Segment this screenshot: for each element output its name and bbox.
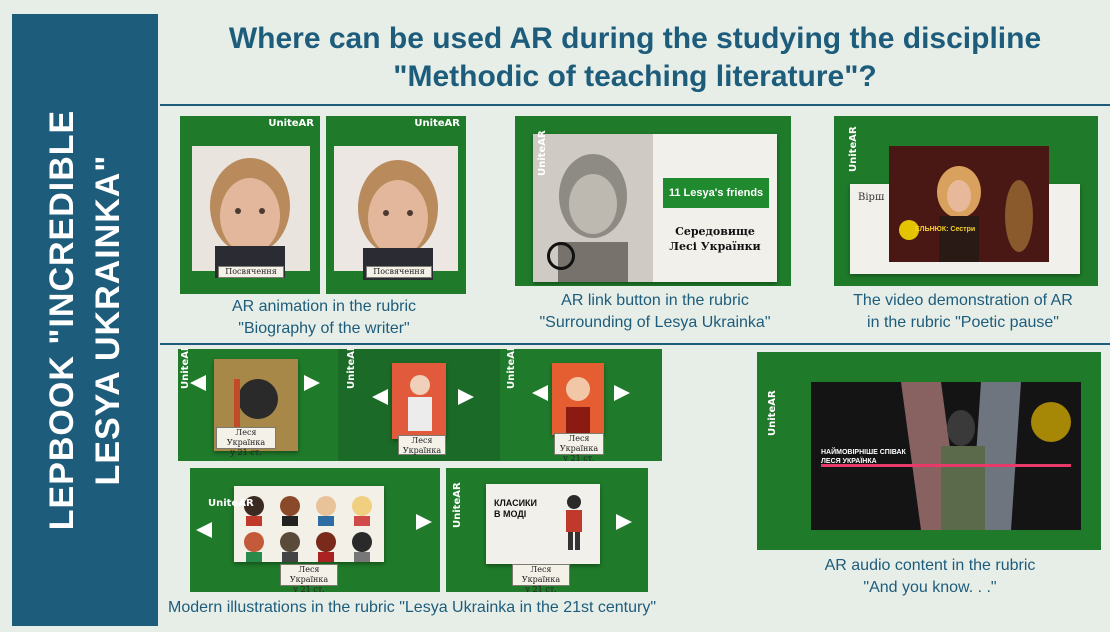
fashion-card: КЛАСИКИ В МОДІ <box>486 484 600 564</box>
fashion-card-text-line2: В МОДІ <box>494 509 527 519</box>
portrait-illustration <box>210 158 290 278</box>
link-card-text-line1: Середовище <box>675 225 755 238</box>
link-card-text-line2: Лесі Українки <box>669 240 761 253</box>
photo-animation-2: Посвячення UniteAR <box>326 116 466 294</box>
group-card <box>234 486 384 562</box>
video-player[interactable]: ЕЛЬНЮК: Сестри <box>889 146 1049 262</box>
marker-circle-icon <box>547 242 575 270</box>
unitear-logo: UniteAR <box>208 498 254 509</box>
link-button[interactable]: 11 Lesya's friends <box>663 178 769 208</box>
divider-middle <box>160 343 1110 345</box>
caption-link-line2: "Surrounding of Lesya Ukrainka" <box>539 314 771 331</box>
group-art <box>234 486 384 562</box>
audio-headline: НАЙМОВІРНІШЕ СПІВАК ЛЕСЯ УКРАЇНКА <box>821 448 906 466</box>
unitear-logo: UniteAR <box>848 126 859 172</box>
photo-audio-content: НАЙМОВІРНІШЕ СПІВАК ЛЕСЯ УКРАЇНКА UniteA… <box>757 352 1101 550</box>
arrow-right-icon[interactable] <box>616 514 632 530</box>
photo-group-illustration: Леся Українка у 21 ст. UniteAR <box>190 468 440 592</box>
sidebar-title: LEPBOOK "INCREDIBLE LESYA UKRAINKA" <box>39 20 131 620</box>
arrow-right-icon[interactable] <box>614 385 630 401</box>
caption-animation: AR animation in the rubric "Biography of… <box>160 296 488 340</box>
illustration-card-2 <box>392 363 446 439</box>
unitear-logo: UniteAR <box>452 482 463 528</box>
caption-video-line1: The video demonstration of AR <box>853 292 1073 309</box>
caption-audio: AR audio content in the rubric "And you … <box>760 555 1100 599</box>
illustration-art <box>392 363 446 439</box>
arrow-right-icon[interactable] <box>304 375 320 391</box>
illustration-art <box>552 363 604 435</box>
card-caption-line1: Леся Українка <box>559 434 599 453</box>
unitear-logo: UniteAR <box>414 118 460 129</box>
arrow-right-icon[interactable] <box>458 389 474 405</box>
video-card-word: Вірш <box>858 192 885 203</box>
card-caption: Леся Українка у 21 ст. <box>512 564 570 592</box>
arrow-left-icon[interactable] <box>196 522 212 538</box>
sidebar: LEPBOOK "INCREDIBLE LESYA UKRAINKA" <box>12 14 158 626</box>
page-title-line1: Where can be used AR during the studying… <box>228 22 1042 55</box>
unitear-logo: UniteAR <box>268 118 314 129</box>
photo-link-button: 11 Lesya's friends Середовище Лесі Украї… <box>515 116 791 286</box>
caption-animation-line2: "Biography of the writer" <box>238 320 410 337</box>
audio-visual <box>811 382 1081 530</box>
unitear-logo: UniteAR <box>506 349 517 389</box>
caption-audio-line1: AR audio content in the rubric <box>824 557 1036 574</box>
arrow-right-icon[interactable] <box>416 514 432 530</box>
illustration-card-3 <box>552 363 604 435</box>
link-card-text: Середовище Лесі Українки <box>653 224 777 254</box>
arrow-left-icon[interactable] <box>372 389 388 405</box>
audio-player[interactable]: НАЙМОВІРНІШЕ СПІВАК ЛЕСЯ УКРАЇНКА <box>811 382 1081 530</box>
link-card: 11 Lesya's friends Середовище Лесі Украї… <box>533 134 777 282</box>
audio-headline-line2: ЛЕСЯ УКРАЇНКА <box>821 458 877 465</box>
card-caption: Леся Українка у 21 ст. <box>216 427 276 457</box>
divider-top <box>160 104 1110 106</box>
page-title: Where can be used AR during the studying… <box>160 20 1110 96</box>
plate-label: Посвячення <box>218 266 284 278</box>
card-caption: Леся Українка у 21 ст. <box>554 433 604 461</box>
sidebar-title-line1: LEPBOOK "INCREDIBLE <box>43 109 81 531</box>
card-caption-line2: у 21 ст. <box>525 585 557 592</box>
card-caption-line2: у 21 ст. <box>230 448 262 457</box>
caption-audio-line2: "And you know. . ." <box>863 579 997 596</box>
card-caption-line1: Леся Українка <box>289 565 329 584</box>
audio-headline-line1: НАЙМОВІРНІШЕ СПІВАК <box>821 449 906 456</box>
card-caption-line1: Леся Українка <box>402 436 442 455</box>
caption-link-line1: AR link button in the rubric <box>561 292 749 309</box>
card-caption-line2: у 21 ст. <box>293 585 325 592</box>
unitear-logo: UniteAR <box>537 130 548 176</box>
unitear-logo: UniteAR <box>346 349 357 389</box>
card-caption-line1: Леся Українка <box>521 565 561 584</box>
photo-fashion-illustration: КЛАСИКИ В МОДІ Леся Українка у 21 ст. Un… <box>446 468 648 592</box>
sidebar-title-line2: LESYA UKRAINKA" <box>89 154 127 486</box>
caption-video-line2: in the rubric "Poetic pause" <box>867 314 1059 331</box>
plate-label: Посвячення <box>366 266 432 278</box>
fashion-card-text: КЛАСИКИ В МОДІ <box>494 498 537 520</box>
video-frame <box>889 146 1049 262</box>
photo-illustrations-strip: Леся Українка у 21 ст. UniteAR Леся Укра… <box>178 349 662 461</box>
caption-video: The video demonstration of AR in the rub… <box>818 290 1108 334</box>
fashion-figure <box>566 495 582 550</box>
card-caption-line1: Леся Українка <box>226 428 266 447</box>
card-caption: Леся Українка <box>398 435 446 455</box>
page-title-line2: "Methodic of teaching literature"? <box>393 60 877 93</box>
arrow-left-icon[interactable] <box>532 385 548 401</box>
unitear-logo: UniteAR <box>767 390 778 436</box>
photo-video-demo: Вірш ЕЛЬНЮК: Сестри UniteAR <box>834 116 1098 286</box>
fashion-card-text-line1: КЛАСИКИ <box>494 498 538 508</box>
card-caption: Леся Українка у 21 ст. <box>280 564 338 592</box>
card-caption-line2: у 21 ст. <box>563 454 595 461</box>
photo-animation-1: Посвячення UniteAR <box>180 116 320 294</box>
caption-animation-line1: AR animation in the rubric <box>231 298 417 315</box>
arrow-left-icon[interactable] <box>190 375 206 391</box>
video-overlay-text: ЕЛЬНЮК: Сестри <box>915 226 976 233</box>
caption-illustrations: Modern illustrations in the rubric "Lesy… <box>168 599 657 616</box>
caption-link: AR link button in the rubric "Surroundin… <box>490 290 820 334</box>
unitear-logo: UniteAR <box>180 349 191 389</box>
